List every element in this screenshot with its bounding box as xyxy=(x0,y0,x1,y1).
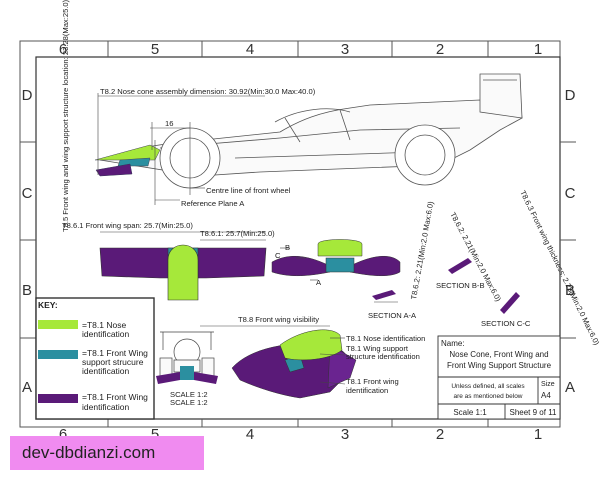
visibility-wing-left xyxy=(156,372,180,384)
zone-number: 5 xyxy=(151,426,159,443)
zone-number: 3 xyxy=(341,41,349,58)
support-identification-label-1: T8.1 Wing support xyxy=(346,344,409,353)
front-wing-span-label-2: T8.6.1: 25.7(Min:25.0) xyxy=(200,229,275,238)
zone-number: 6 xyxy=(59,41,67,58)
side-wing-shape xyxy=(95,163,133,177)
section-bb-shape xyxy=(448,258,472,274)
zone-letter: D xyxy=(22,87,33,104)
watermark-label: dev-dbdianzi.com xyxy=(10,436,204,470)
bottom-zone-numbers: 6 5 4 3 2 1 xyxy=(59,426,542,443)
front-wing-identification-label-1: T8.1 Front wing xyxy=(346,377,399,386)
reference-plane-label: Reference Plane A xyxy=(181,199,245,208)
title-size-label: Size xyxy=(541,381,555,388)
key-swatch-wing xyxy=(38,394,78,403)
scale-label-1: SCALE 1:2 xyxy=(170,390,208,399)
centre-line-label: Centre line of front wheel xyxy=(206,186,291,195)
zone-number: 1 xyxy=(534,426,542,443)
section-cc-shape xyxy=(500,292,520,314)
zone-letter: B xyxy=(22,282,32,299)
iso-leaders xyxy=(319,337,346,385)
zone-number: 2 xyxy=(436,41,444,58)
t8-6-3-label: T8.6.3 Front wing thickness: 2.25(Min:2.… xyxy=(518,189,600,347)
visibility-support xyxy=(180,366,194,380)
section-marker-c: C xyxy=(275,251,281,260)
title-sheet: Sheet 9 of 11 xyxy=(510,408,558,417)
side-support-shape xyxy=(117,157,151,167)
key-swatch-support xyxy=(38,350,78,359)
top-zone-numbers: 6 5 4 3 2 1 xyxy=(59,41,542,58)
section-marker-b: B xyxy=(285,243,290,252)
dimension-lines xyxy=(97,93,265,205)
front-wing-support-location-label: T8.5 Front wing and wing support structu… xyxy=(61,0,70,232)
section-bb-label: SECTION B-B xyxy=(436,281,485,290)
title-note-line-2: are as mentioned below xyxy=(453,393,522,400)
key-label-support-1: =T8.1 Front Wing xyxy=(82,348,148,358)
section-marker-a: A xyxy=(316,278,322,287)
side-zone-letters: D C B A D C B A xyxy=(22,87,576,396)
visibility-wing-right xyxy=(194,372,218,384)
zone-letter: C xyxy=(565,185,576,202)
zone-letter: A xyxy=(565,379,575,396)
title-block xyxy=(437,335,561,420)
t8-6-2-section-a-label: T8.6.2: 2.21(Min:2.0 Max:6.0) xyxy=(409,200,435,300)
zone-number: 4 xyxy=(246,41,254,58)
support-identification-label-2: structure identification xyxy=(346,352,420,361)
dimension-16-label: 16 xyxy=(165,119,173,128)
key-label-support-3: identification xyxy=(82,366,130,376)
zone-letter: A xyxy=(22,379,32,396)
key-title: KEY: xyxy=(38,300,58,310)
section-cc-label: SECTION C-C xyxy=(481,319,531,328)
front-view-wing-right xyxy=(349,255,401,276)
key-label-wing-1: =T8.1 Front Wing xyxy=(82,392,148,402)
front-wing-identification-label-2: identification xyxy=(346,386,388,395)
zone-number: 4 xyxy=(246,426,254,443)
top-view-nose xyxy=(167,244,199,301)
title-name-line-1: Nose Cone, Front Wing and xyxy=(449,350,548,359)
section-aa-shape xyxy=(372,290,396,300)
key-label-support-2: support strucure xyxy=(82,357,144,367)
scale-label-2: SCALE 1:2 xyxy=(170,398,208,407)
zone-number: 2 xyxy=(436,426,444,443)
visibility-label: T8.8 Front wing visibility xyxy=(238,315,319,324)
nose-cone-dimension-label: T8.2 Nose cone assembly dimension: 30.92… xyxy=(100,87,316,96)
key-label-wing-2: identification xyxy=(82,402,130,412)
zone-letter: B xyxy=(565,282,575,299)
title-scale: Scale 1:1 xyxy=(453,408,487,417)
zone-letter: C xyxy=(22,185,33,202)
front-wing-span-label: T8.6.1 Front wing span: 25.7(Min:25.0) xyxy=(62,221,193,230)
front-view-nose xyxy=(317,239,363,257)
zone-ticks xyxy=(20,41,576,427)
iso-wing-tip xyxy=(327,344,357,389)
section-aa-label: SECTION A-A xyxy=(368,311,417,320)
key-label-nose-1: =T8.1 Nose xyxy=(82,320,126,330)
front-view-support xyxy=(325,257,355,273)
front-view-wing-left xyxy=(271,255,331,276)
zone-number: 6 xyxy=(59,426,67,443)
zone-number: 3 xyxy=(341,426,349,443)
zone-number: 1 xyxy=(534,41,542,58)
nose-identification-label: T8.1 Nose identification xyxy=(346,334,425,343)
title-size-value: A4 xyxy=(541,391,551,400)
zone-number: 5 xyxy=(151,41,159,58)
zone-letter: D xyxy=(565,87,576,104)
iso-nose xyxy=(279,329,343,361)
title-name-line-2: Front Wing Support Structure xyxy=(447,361,552,370)
title-name-label: Name: xyxy=(441,339,465,348)
title-note-line-1: Unless defined, all scales xyxy=(451,383,525,390)
key-swatch-nose xyxy=(38,320,78,329)
key-label-nose-2: identification xyxy=(82,329,130,339)
